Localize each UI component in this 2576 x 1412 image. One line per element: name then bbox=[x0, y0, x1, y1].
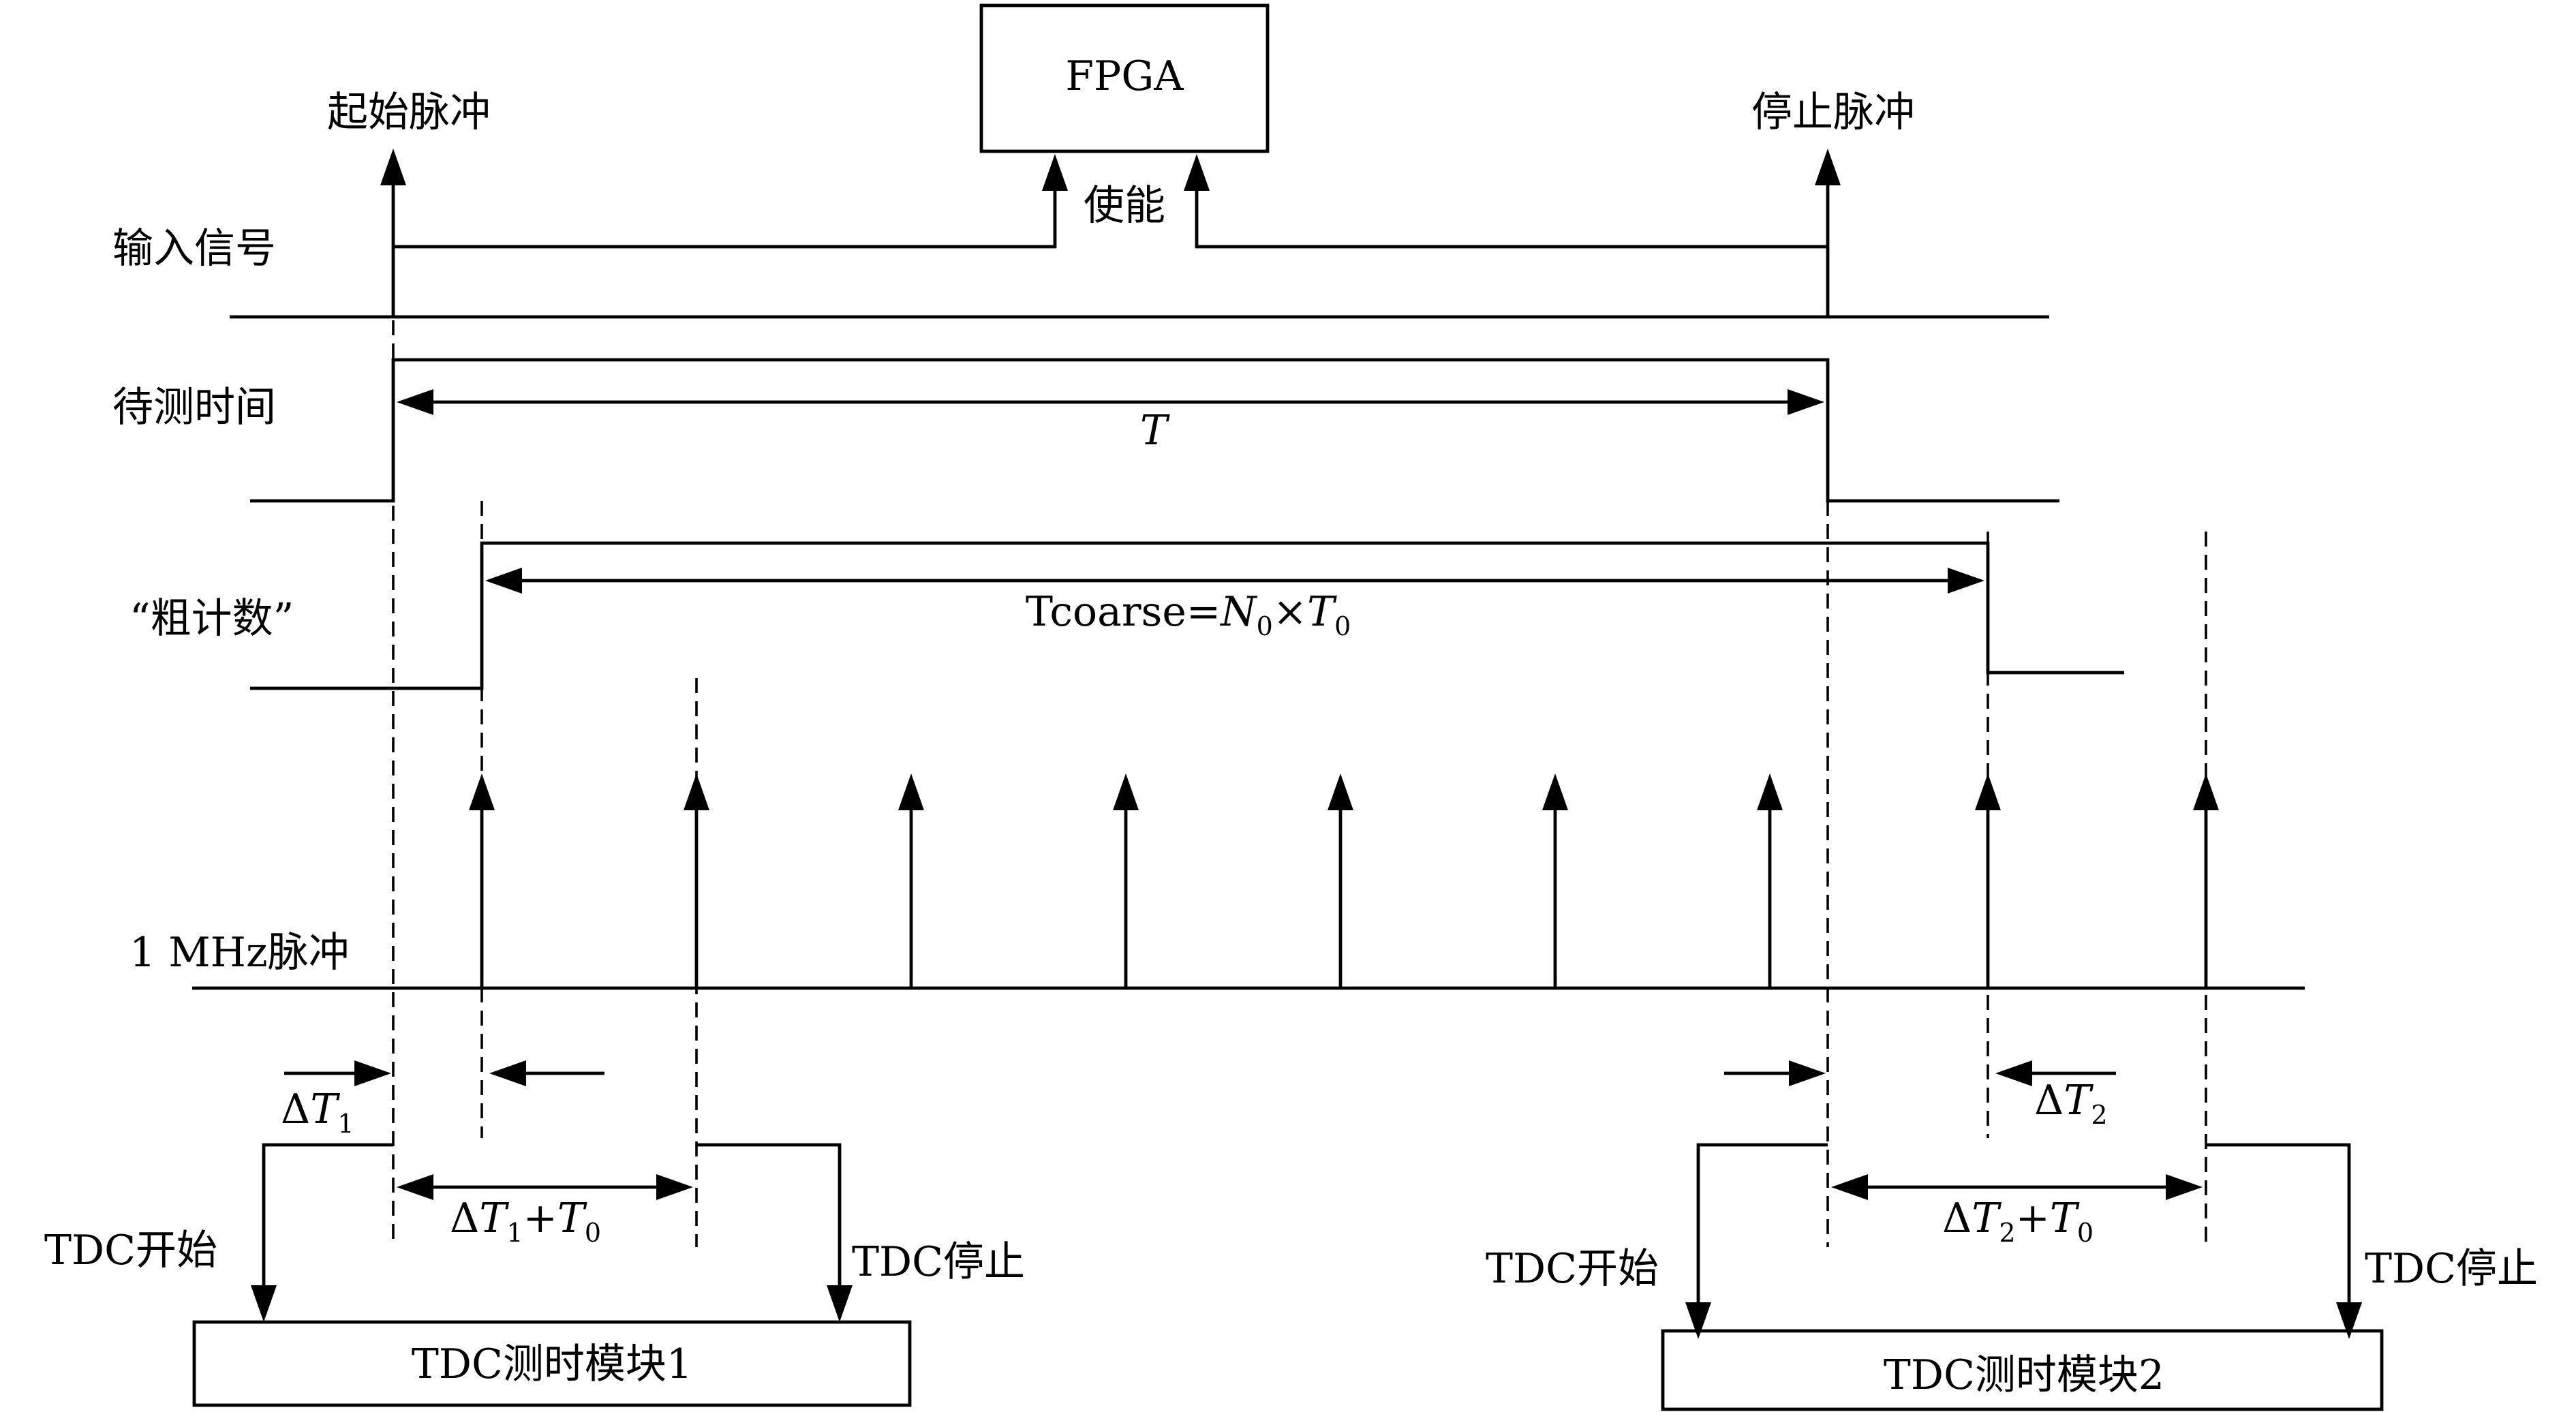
dt1t0-arrowhead-right bbox=[656, 1174, 693, 1200]
t-label: T bbox=[1140, 407, 1170, 455]
tdc1-stop-label: TDC停止 bbox=[852, 1238, 1025, 1286]
tdc2-start-arrowhead bbox=[1685, 1302, 1711, 1339]
clock-pulse-arrowhead-3 bbox=[898, 773, 924, 810]
t-span-arrowhead-left bbox=[397, 389, 433, 415]
tdc2-start-path bbox=[1696, 1143, 1828, 1322]
tdc2-stop-arrowhead bbox=[2336, 1302, 2362, 1339]
measured-time-label: 待测时间 bbox=[112, 384, 276, 431]
enable-arrowhead-right bbox=[1184, 154, 1210, 191]
tdc1-start-label: TDC开始 bbox=[44, 1227, 217, 1274]
enable-arrowhead-left bbox=[1042, 154, 1068, 191]
dt1-left-arrowhead bbox=[354, 1060, 391, 1086]
clock-pulse-arrowhead-1 bbox=[469, 773, 495, 810]
coarse-count-waveform bbox=[250, 541, 2124, 690]
dt2t0-arrowhead-right bbox=[2166, 1174, 2203, 1200]
tdc2-stop-label: TDC停止 bbox=[2365, 1245, 2538, 1293]
tcoarse-span-arrowhead-right bbox=[1948, 568, 1984, 594]
dt2-label: ΔT2 bbox=[2034, 1077, 2108, 1130]
coarse-count-label: “粗计数” bbox=[129, 595, 294, 643]
enable-path-left bbox=[393, 161, 1057, 249]
clock-pulse-arrowhead-4 bbox=[1113, 773, 1139, 810]
enable-label: 使能 bbox=[1084, 182, 1165, 230]
tdc-module-2-box bbox=[1661, 1329, 2384, 1411]
start-pulse-arrowhead bbox=[380, 149, 406, 185]
fpga-box bbox=[979, 3, 1270, 153]
tdc1-stop-path bbox=[696, 1143, 842, 1305]
measured-time-waveform bbox=[250, 358, 2059, 503]
clock-pulse-arrowhead-9 bbox=[2193, 773, 2219, 810]
stop-pulse-arrowhead bbox=[1815, 149, 1841, 185]
tcoarse-formula: Tcoarse=N0×T0 bbox=[1026, 588, 1351, 641]
clock-pulses bbox=[469, 773, 2219, 988]
clock-pulse-arrowhead-6 bbox=[1542, 773, 1568, 810]
input-signal-label: 输入信号 bbox=[112, 225, 276, 273]
tdc-module-2-label: TDC测时模块2 bbox=[1884, 1351, 2164, 1399]
tdc1-start-arrowhead bbox=[251, 1285, 277, 1322]
dt2t0-arrowhead-left bbox=[1831, 1174, 1868, 1200]
enable-path-right bbox=[1195, 161, 1828, 249]
tdc1-start-path bbox=[262, 1143, 393, 1305]
dt1-label: ΔT1 bbox=[281, 1086, 354, 1139]
clock-pulse-arrowhead-7 bbox=[1757, 773, 1783, 810]
tdc-module-1-label: TDC测时模块1 bbox=[412, 1340, 692, 1388]
clock-pulse-arrowhead-8 bbox=[1975, 773, 2001, 810]
clock-pulse-arrowhead-5 bbox=[1328, 773, 1353, 810]
tdc2-stop-path bbox=[2206, 1143, 2351, 1322]
clock-label: 1 MHz脉冲 bbox=[129, 929, 350, 977]
dt1t0-label: ΔT1+T0 bbox=[450, 1195, 601, 1248]
tcoarse-span-arrowhead-left bbox=[485, 568, 522, 594]
dt2-left-arrowhead bbox=[1789, 1060, 1826, 1086]
dt2-right-arrowhead bbox=[1995, 1060, 2032, 1086]
start-pulse-label: 起始脉冲 bbox=[327, 89, 491, 136]
clock-pulse-arrowhead-2 bbox=[684, 773, 709, 810]
t-span-arrowhead-right bbox=[1788, 389, 1824, 415]
tdc2-start-label: TDC开始 bbox=[1486, 1245, 1659, 1293]
stop-pulse-label: 停止脉冲 bbox=[1751, 89, 1915, 136]
dt1-right-arrowhead bbox=[489, 1060, 526, 1086]
tdc1-stop-arrowhead bbox=[827, 1285, 853, 1322]
dt2t0-label: ΔT2+T0 bbox=[1942, 1195, 2094, 1248]
dt1t0-arrowhead-left bbox=[397, 1174, 433, 1200]
tdc-module-1-box bbox=[192, 1320, 912, 1407]
fpga-label: FPGA bbox=[1065, 52, 1184, 100]
